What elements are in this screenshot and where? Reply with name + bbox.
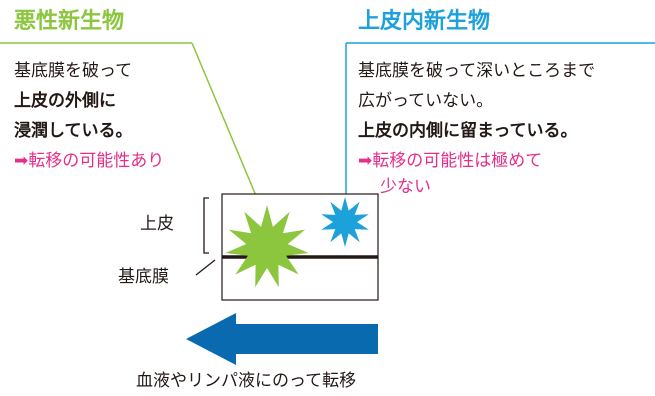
malignant-neoplasm-star: [225, 205, 309, 288]
epithelial-title: 上皮内新生物: [358, 9, 491, 34]
epithelial-line-1: 基底膜を破って深いところまで: [358, 61, 596, 81]
epithelial-line-3: 上皮の内側に留まっている。: [358, 121, 578, 141]
epithelium-bracket: [203, 197, 209, 254]
basement-membrane-pointer: [195, 259, 216, 276]
metastasis-arrow-icon: [186, 313, 378, 365]
epithelial-neoplasm-star: [321, 197, 369, 247]
epithelium-label: 上皮: [140, 214, 174, 234]
malignant-title: 悪性新生物: [14, 9, 125, 34]
malignant-metastasis-note: ➡転移の可能性あり: [14, 151, 165, 171]
epithelial-line-2: 広がっていない。: [358, 91, 494, 111]
malignant-line-2: 上皮の外側に: [14, 91, 116, 111]
epithelial-metastasis-note-1: ➡転移の可能性は極めて: [358, 151, 543, 171]
basement-membrane-label: 基底膜: [118, 267, 169, 287]
epithelial-metastasis-note-2: 少ない: [380, 177, 431, 197]
malignant-leader-line: [191, 42, 268, 223]
malignant-line-3: 浸潤している。: [14, 121, 133, 141]
metastasis-caption: 血液やリンパ液にのって転移: [136, 371, 357, 391]
malignant-line-1: 基底膜を破って: [14, 61, 133, 81]
